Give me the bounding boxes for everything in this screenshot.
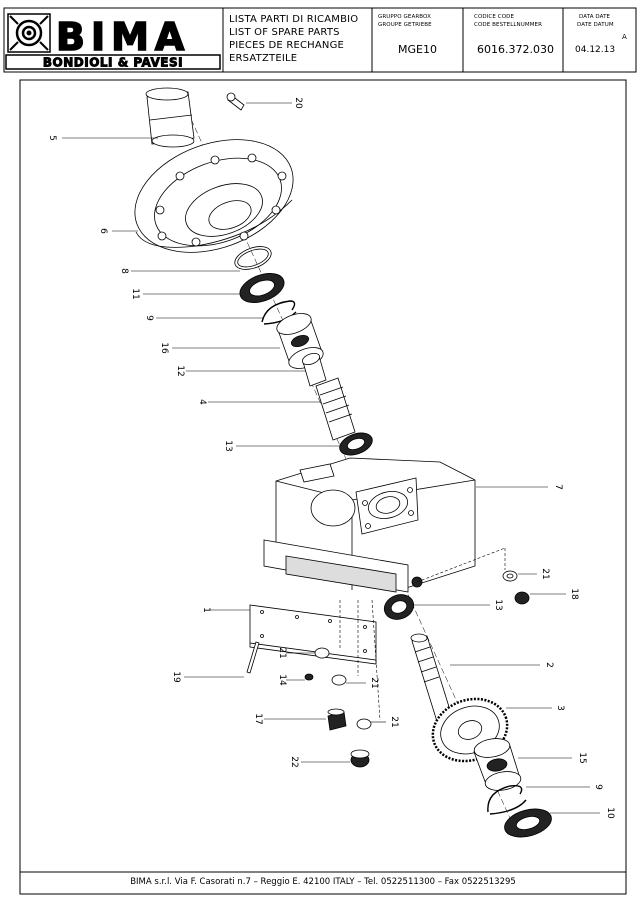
- callout-4: 4: [197, 399, 207, 405]
- title-en: LIST OF SPARE PARTS: [229, 27, 340, 38]
- footer-frame: [19, 871, 627, 895]
- callout-6: 6: [98, 228, 108, 234]
- part-11-seal: [239, 273, 285, 303]
- callout-21: 21: [277, 647, 287, 658]
- part-12-spacer: [301, 352, 327, 387]
- part-6-flange: [134, 139, 294, 253]
- date-value: 04.12.13: [575, 45, 616, 55]
- header-frame: [3, 7, 637, 73]
- part-19-bolt: [246, 641, 260, 674]
- callout-21: 21: [389, 716, 399, 727]
- callout-5: 5: [47, 135, 57, 141]
- callout-15: 15: [577, 752, 587, 763]
- callout-12: 12: [175, 365, 185, 376]
- group-value: MGE10: [398, 43, 437, 56]
- part-21-washers-left: [314, 647, 372, 730]
- part-18-plug: [514, 591, 530, 605]
- part-15-bearing: [473, 738, 522, 791]
- group-label-2: GROUPE GETRIEBE: [378, 22, 432, 28]
- part-10-seal: [504, 808, 552, 838]
- title-fr: PIECES DE RECHANGE: [229, 40, 345, 51]
- callout-11: 11: [130, 288, 140, 299]
- callout-9: 9: [144, 315, 154, 321]
- bima-logo: BIMA BONDIOLI & PAVESI: [5, 13, 221, 70]
- part-13-bearing-upper: [339, 432, 373, 456]
- callout-18: 18: [569, 588, 579, 600]
- logo-gear-icon: [9, 15, 49, 51]
- title-it: LISTA PARTI DI RICAMBIO: [229, 14, 359, 25]
- code-label-2: CODE BESTELLNUMMER: [474, 22, 543, 28]
- part-1-cover: [249, 604, 377, 665]
- date-label-2: DATE DATUM: [577, 22, 614, 28]
- part-4-shaft: [315, 377, 356, 441]
- callout-21: 21: [369, 677, 379, 688]
- callout-2: 2: [544, 662, 554, 668]
- exploded-view: [134, 87, 552, 841]
- code-label-1: CODICE CODE: [474, 14, 515, 20]
- callout-22: 22: [289, 756, 299, 767]
- callout-14: 14: [277, 674, 287, 686]
- callout-8: 8: [119, 268, 129, 274]
- callout-13: 13: [223, 440, 233, 451]
- callout-7: 7: [553, 484, 563, 490]
- leader-lines: [62, 102, 600, 814]
- part-8-oring: [234, 246, 272, 270]
- part-5-tube: [145, 87, 195, 148]
- part-14-screw: [304, 673, 314, 681]
- callout-19: 19: [171, 671, 181, 683]
- logo-brand-name: BIMA: [56, 15, 190, 59]
- logo-brand-sub: BONDIOLI & PAVESI: [43, 56, 183, 70]
- callout-13: 13: [493, 599, 503, 610]
- callout-10: 10: [605, 807, 615, 819]
- part-21-washer-right: [502, 570, 518, 582]
- footer-address: BIMA s.r.l. Via F. Casorati n.7 – Reggio…: [130, 877, 516, 887]
- part-17-breather: [327, 708, 347, 731]
- callout-17: 17: [253, 713, 263, 724]
- part-13-bearing-lower: [383, 594, 415, 620]
- callout-20: 20: [293, 97, 303, 109]
- group-label-1: GRUPPO GEARBOX: [378, 14, 431, 20]
- date-label-1: DATA DATE: [579, 14, 611, 20]
- title-de: ERSATZTEILE: [229, 53, 298, 64]
- callout-labels: 5 20 6 8 11 9 16 12 4 13 7 21 18 13 1 21…: [47, 97, 615, 819]
- code-value: 6016.372.030: [477, 43, 554, 56]
- callout-3: 3: [555, 705, 565, 711]
- part-20-screw: [226, 92, 245, 111]
- revision-letter: A: [622, 33, 627, 41]
- part-9-circlip-lower: [487, 784, 527, 815]
- callout-9: 9: [593, 784, 603, 790]
- callout-1: 1: [201, 607, 211, 613]
- part-22-plug: [350, 749, 370, 768]
- callout-21: 21: [540, 568, 550, 579]
- callout-16: 16: [159, 342, 169, 354]
- part-7-housing: [263, 457, 476, 593]
